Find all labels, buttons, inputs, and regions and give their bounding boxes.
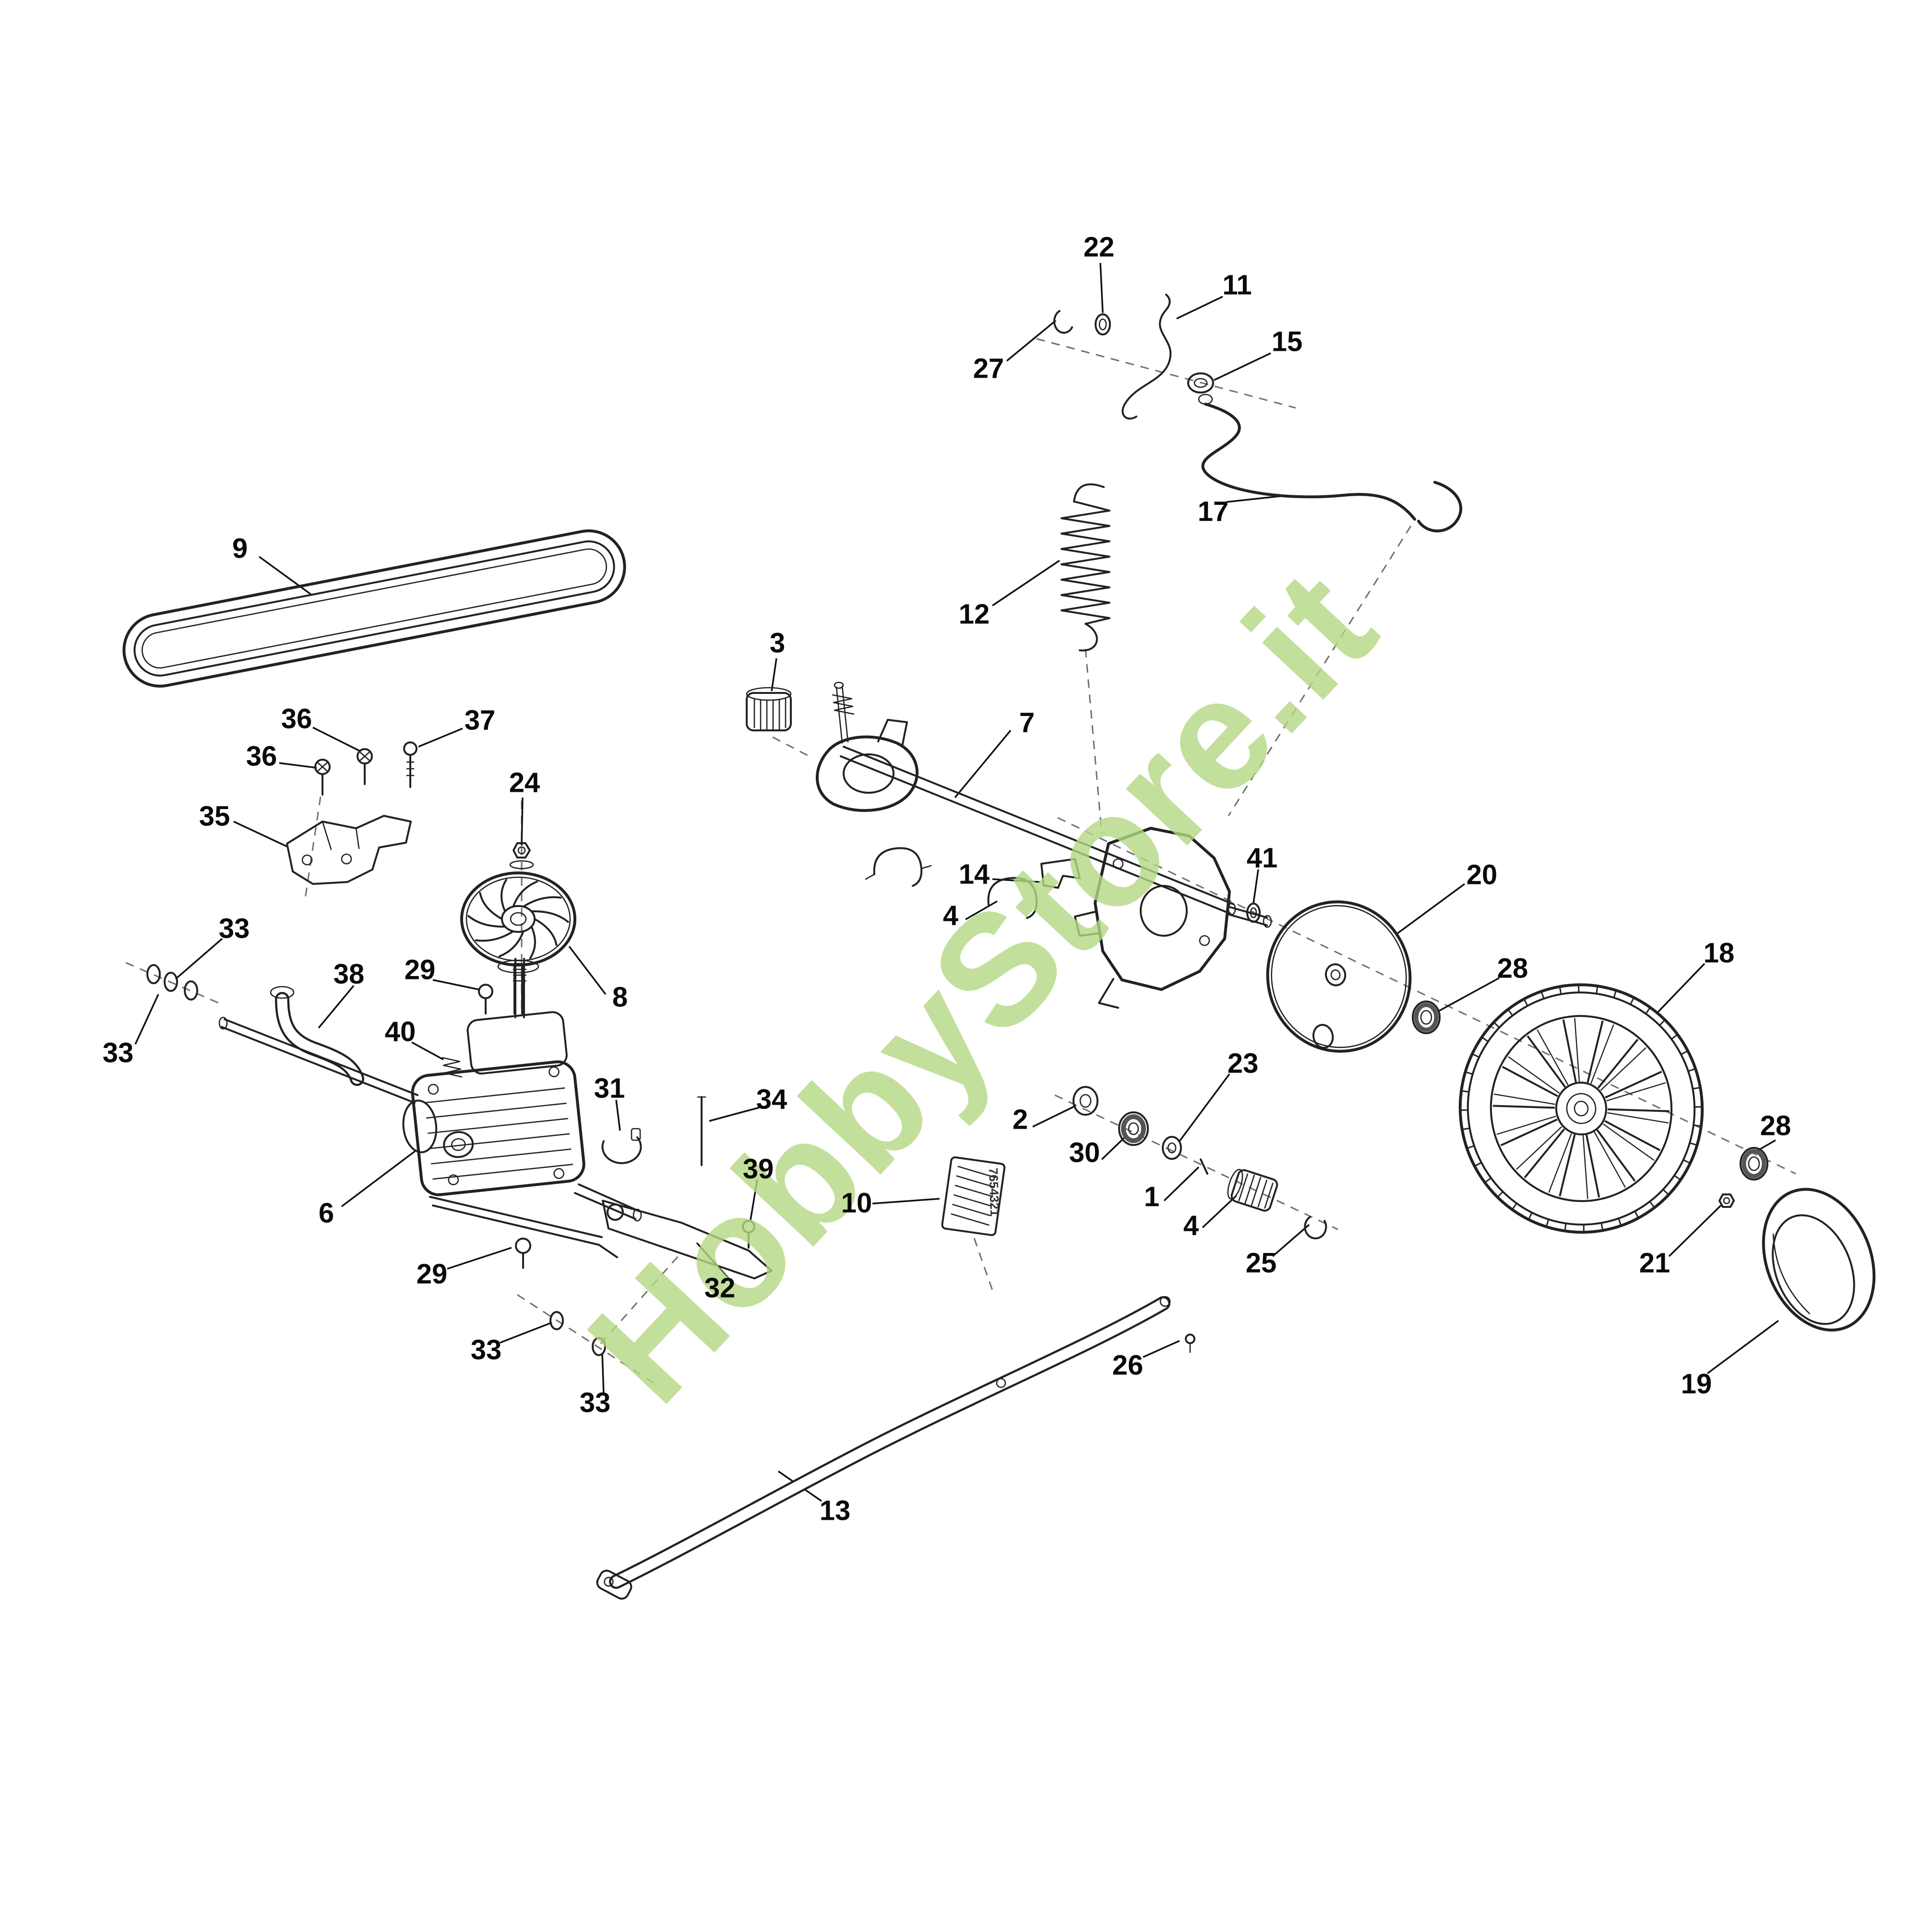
bearing-28-right	[1740, 1147, 1768, 1181]
splined-bushing-4-lower	[1227, 1169, 1278, 1212]
pin-1	[1200, 1158, 1208, 1175]
tension-spring-12	[1061, 483, 1110, 652]
bolt-29-upper	[478, 984, 493, 1014]
drive-shaft-7	[832, 681, 1236, 916]
clamp-31	[601, 1128, 642, 1164]
washers-33-bottom	[549, 1311, 606, 1356]
oring-41	[1246, 903, 1261, 923]
wheel-cover-20	[1266, 900, 1412, 1053]
bracket-32	[602, 1200, 773, 1279]
wheel-spokes	[1460, 985, 1703, 1232]
pin-34	[697, 1096, 706, 1166]
screw-26	[1185, 1334, 1195, 1353]
retainer-clip-27	[1053, 310, 1073, 334]
hub-cap-19	[1762, 1188, 1876, 1332]
pivot-wire-11	[1121, 294, 1172, 420]
washer-22	[1095, 313, 1111, 335]
nut-21	[1718, 1193, 1735, 1208]
cable-clamp-4-upper	[865, 847, 932, 887]
washer-2	[1073, 1086, 1098, 1116]
washers-33-left	[146, 964, 198, 1001]
assembly-axis-lines	[125, 338, 1796, 1384]
control-rod-17	[1201, 403, 1463, 533]
height-scale-text: 7654321	[986, 1168, 1002, 1216]
bolt-29-lower	[515, 1238, 531, 1269]
handle-bar-13	[596, 1296, 1171, 1600]
screw-37	[403, 741, 417, 788]
leader-lines	[134, 262, 1779, 1502]
screw-36-a	[314, 759, 331, 796]
bushing-15	[1187, 372, 1214, 405]
height-plate-10: 7654321	[941, 1156, 1006, 1236]
axle-shaft-left	[218, 1016, 418, 1104]
shaft-pivot-housing	[815, 719, 918, 812]
fan-blades	[467, 879, 569, 959]
splined-bushing-3	[746, 687, 792, 731]
drive-belt-9	[122, 529, 626, 688]
gear-housing-plate	[1074, 827, 1272, 1009]
clip-25	[1304, 1216, 1327, 1240]
bolt-39	[742, 1220, 755, 1249]
screw-36-b	[357, 748, 373, 785]
washer-23	[1162, 1136, 1182, 1160]
bearing-28-left	[1412, 1001, 1441, 1034]
clamp-4-mid	[987, 877, 1038, 919]
bracket-35	[286, 815, 412, 885]
spring-40	[441, 1057, 463, 1078]
nut-24	[509, 842, 534, 870]
wheel-18	[1458, 983, 1704, 1234]
transmission-6	[402, 958, 642, 1258]
bearing-30	[1118, 1111, 1149, 1146]
bracket-14	[1040, 858, 1081, 889]
hose-38	[270, 986, 364, 1086]
pulley-8	[460, 871, 576, 1014]
